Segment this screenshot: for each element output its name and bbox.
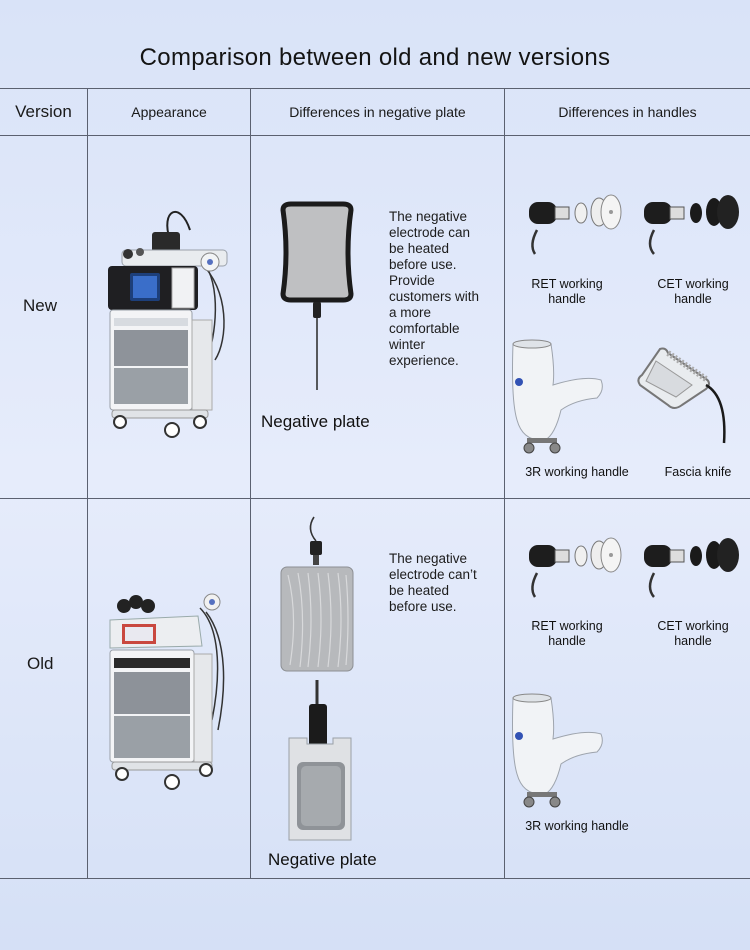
page-title: Comparison between old and new versions <box>139 44 611 71</box>
new-cet-handle-image <box>644 195 739 255</box>
header-bottom-border <box>0 135 750 136</box>
row-label-old: Old <box>27 654 54 673</box>
old-ret-handle-image <box>529 537 622 598</box>
old-cet-handle-image <box>644 538 739 598</box>
table-bottom-border <box>0 878 750 879</box>
old-plate-description: The negative electrode can’t be heated b… <box>389 551 477 614</box>
new-ret-label: RET working handle <box>531 277 603 306</box>
new-plate-label: Negative plate <box>261 412 370 431</box>
header-version: Version <box>15 102 72 121</box>
new-negative-plate-image <box>280 201 354 390</box>
header-appearance: Appearance <box>131 104 207 120</box>
new-ret-handle-image <box>529 194 622 255</box>
header-handles: Differences in handles <box>558 104 697 120</box>
column-divider <box>87 88 88 878</box>
new-3r-handle-image <box>512 339 603 454</box>
fascia-knife-image <box>637 347 726 444</box>
new-machine-image <box>108 210 228 438</box>
old-3r-label: 3R working handle <box>525 819 629 833</box>
column-divider <box>250 88 251 878</box>
row-label-new: New <box>23 296 58 315</box>
old-machine-image <box>109 593 225 790</box>
old-plate-label: Negative plate <box>268 850 377 869</box>
column-divider <box>504 88 505 878</box>
new-3r-label: 3R working handle <box>525 465 629 479</box>
table-top-border <box>0 88 750 89</box>
row-divider <box>0 498 750 499</box>
old-3r-handle-image <box>512 693 603 808</box>
new-plate-description: The negative electrode can be heated bef… <box>389 209 480 368</box>
old-padded-plate-image <box>288 680 352 841</box>
header-negative-plate: Differences in negative plate <box>289 104 466 120</box>
new-cet-label: CET working handle <box>657 277 729 306</box>
old-metal-plate-image <box>280 516 354 672</box>
fascia-knife-label: Fascia knife <box>664 465 732 479</box>
old-ret-label: RET working handle <box>531 619 603 648</box>
old-cet-label: CET working handle <box>657 619 729 648</box>
